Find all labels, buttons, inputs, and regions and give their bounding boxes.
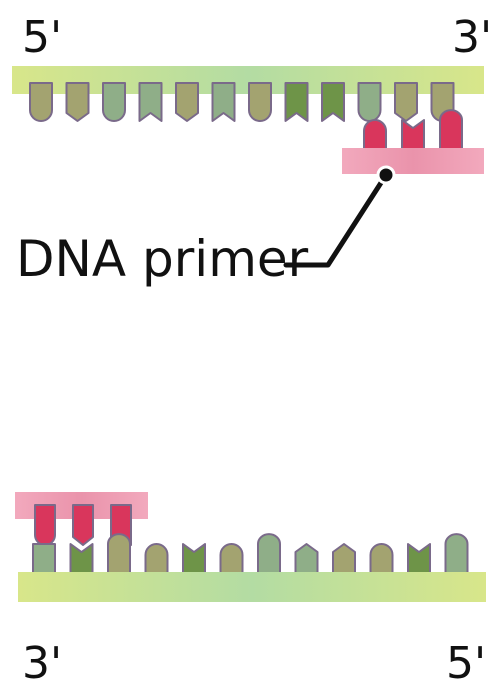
top-strand-bases	[29, 82, 455, 122]
top-base-9	[321, 82, 345, 122]
top-base-7	[248, 82, 272, 122]
bottom-primer-base-1	[34, 504, 56, 546]
bottom-left-end-label: 3'	[22, 638, 62, 689]
top-left-end-label: 5'	[22, 12, 62, 63]
primer-label: DNA primer	[16, 230, 309, 288]
bottom-primer-base-2	[72, 504, 94, 546]
top-base-1	[29, 82, 53, 122]
top-base-3	[102, 82, 126, 122]
top-base-4	[138, 82, 163, 122]
top-primer-backbone	[342, 148, 484, 174]
top-base-8	[284, 82, 309, 122]
top-base-6	[211, 82, 236, 122]
top-base-10	[357, 82, 382, 122]
top-base-11	[394, 82, 418, 122]
top-base-2	[65, 82, 90, 122]
top-right-end-label: 3'	[452, 12, 492, 63]
bottom-right-end-label: 5'	[446, 638, 486, 689]
top-primer-base-3	[439, 109, 463, 161]
primer-leader-line	[283, 172, 389, 268]
top-base-5	[175, 82, 199, 122]
primer-pointer-dot	[376, 165, 396, 185]
bottom-strand-backbone	[18, 572, 486, 602]
